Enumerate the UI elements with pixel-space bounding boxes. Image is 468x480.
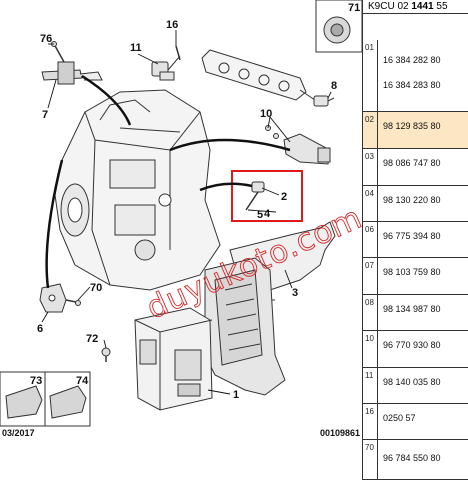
bolt-72 [101,347,111,362]
sensor-11 [151,55,181,81]
exploded-parts-diagram: 1 2 3 4 5 6 7 8 10 11 16 70 71 72 73 74 … [0,0,362,438]
part-number[interactable]: 96 775 394 80 [383,231,441,241]
callout-5: 5 [257,209,263,221]
inset-73-74 [0,371,91,427]
footer-ref: 00109861 [320,428,360,438]
sensor-8 [313,95,335,107]
bolt-76 [51,41,65,63]
callout-7: 7 [42,109,48,121]
callout-8: 8 [331,80,337,92]
part-row-number: 08 [363,295,378,330]
part-number[interactable]: 96 770 930 80 [383,340,441,350]
header-code-bold: 1441 [411,1,434,12]
engine-block [54,89,221,291]
callout-76: 76 [40,33,52,45]
part-number[interactable]: 98 129 835 80 [383,121,441,131]
callout-16: 16 [166,19,178,31]
part-row[interactable]: 02 98 129 835 80 [363,112,468,149]
part-row-number: 06 [363,222,378,257]
callout-71: 71 [348,2,360,14]
part-number[interactable]: 98 103 759 80 [383,267,441,277]
part-row[interactable]: 70 96 784 550 80 [363,440,468,480]
part-row-number: 02 [363,112,378,148]
part-number[interactable]: 98 130 220 80 [383,195,441,205]
callouts: 1 2 3 4 5 6 7 8 10 11 16 70 71 72 73 74 … [30,2,360,401]
parts-header: K9CU 02 1441 55 [363,0,468,14]
part-row[interactable]: 16 0250 57 [363,404,468,440]
part-row[interactable]: 04 98 130 220 80 [363,186,468,222]
callout-73: 73 [30,375,42,387]
fuel-rail [201,49,326,103]
part-row-number: 70 [363,440,378,479]
footer-date: 03/2017 [2,428,35,438]
ecu-tray [204,257,286,396]
sensor-2 [245,181,265,211]
part-row[interactable]: 08 98 134 987 80 [363,295,468,331]
callout-70: 70 [90,282,102,294]
part-row[interactable]: 01 16 384 282 80 16 384 283 80 [363,40,468,112]
part-number[interactable]: 0250 57 [383,413,416,423]
bolt-70 [65,299,81,306]
part-row-number: 11 [363,368,378,403]
header-code: K9CU 02 [368,1,409,12]
ecu-1 [134,307,213,411]
part-row-number: 07 [363,258,378,294]
part-row-number: 03 [363,149,378,185]
callout-10: 10 [260,108,272,120]
callout-3: 3 [292,287,298,299]
part-number[interactable]: 98 134 987 80 [383,304,441,314]
part-number[interactable]: 16 384 282 80 [383,55,441,65]
part-row-number: 04 [363,186,378,221]
part-row[interactable]: 11 98 140 035 80 [363,368,468,404]
part-row[interactable]: 06 96 775 394 80 [363,222,468,258]
callout-6: 6 [37,323,43,335]
hose-7 [41,61,103,85]
callout-72: 72 [86,333,98,345]
callout-11: 11 [130,42,142,54]
part-row-number: 01 [363,40,378,111]
bracket-6 [39,283,67,313]
part-number[interactable]: 16 384 283 80 [383,80,441,90]
highlight-box [231,170,303,222]
parts-list-panel: K9CU 02 1441 55 01 16 384 282 80 16 384 28… [362,0,468,480]
part-row[interactable]: 10 96 770 930 80 [363,331,468,368]
bolt-16 [175,45,181,61]
part-71 [315,0,362,53]
part-number[interactable]: 98 140 035 80 [383,377,441,387]
callout-74: 74 [76,375,89,387]
part-row-number: 16 [363,404,378,439]
part-number[interactable]: 96 784 550 80 [383,453,441,463]
header-code-tail: 55 [436,1,448,12]
sensor-10 [265,125,331,165]
callout-1: 1 [233,389,239,401]
part-row[interactable]: 03 98 086 747 80 [363,149,468,186]
part-row-number: 10 [363,331,378,367]
part-row[interactable]: 07 98 103 759 80 [363,258,468,295]
part-number[interactable]: 98 086 747 80 [383,158,441,168]
callout-4: 4 [264,208,271,220]
callout-2: 2 [281,191,287,203]
